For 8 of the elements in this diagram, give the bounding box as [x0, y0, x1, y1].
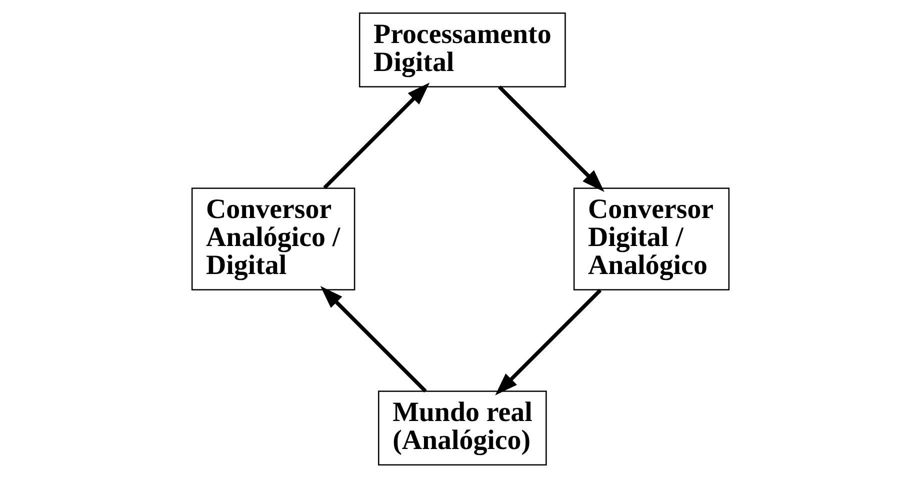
node-box: Conversor Digital / Analógico	[572, 188, 730, 290]
arrow	[494, 288, 602, 396]
arrow	[322, 82, 430, 190]
arrow	[497, 85, 604, 192]
node-box: Conversor Analógico / Digital	[190, 188, 355, 290]
arrow	[320, 286, 426, 393]
node-box: Mundo real (Analógico)	[378, 390, 546, 466]
node-box: Processamento Digital	[358, 12, 566, 88]
